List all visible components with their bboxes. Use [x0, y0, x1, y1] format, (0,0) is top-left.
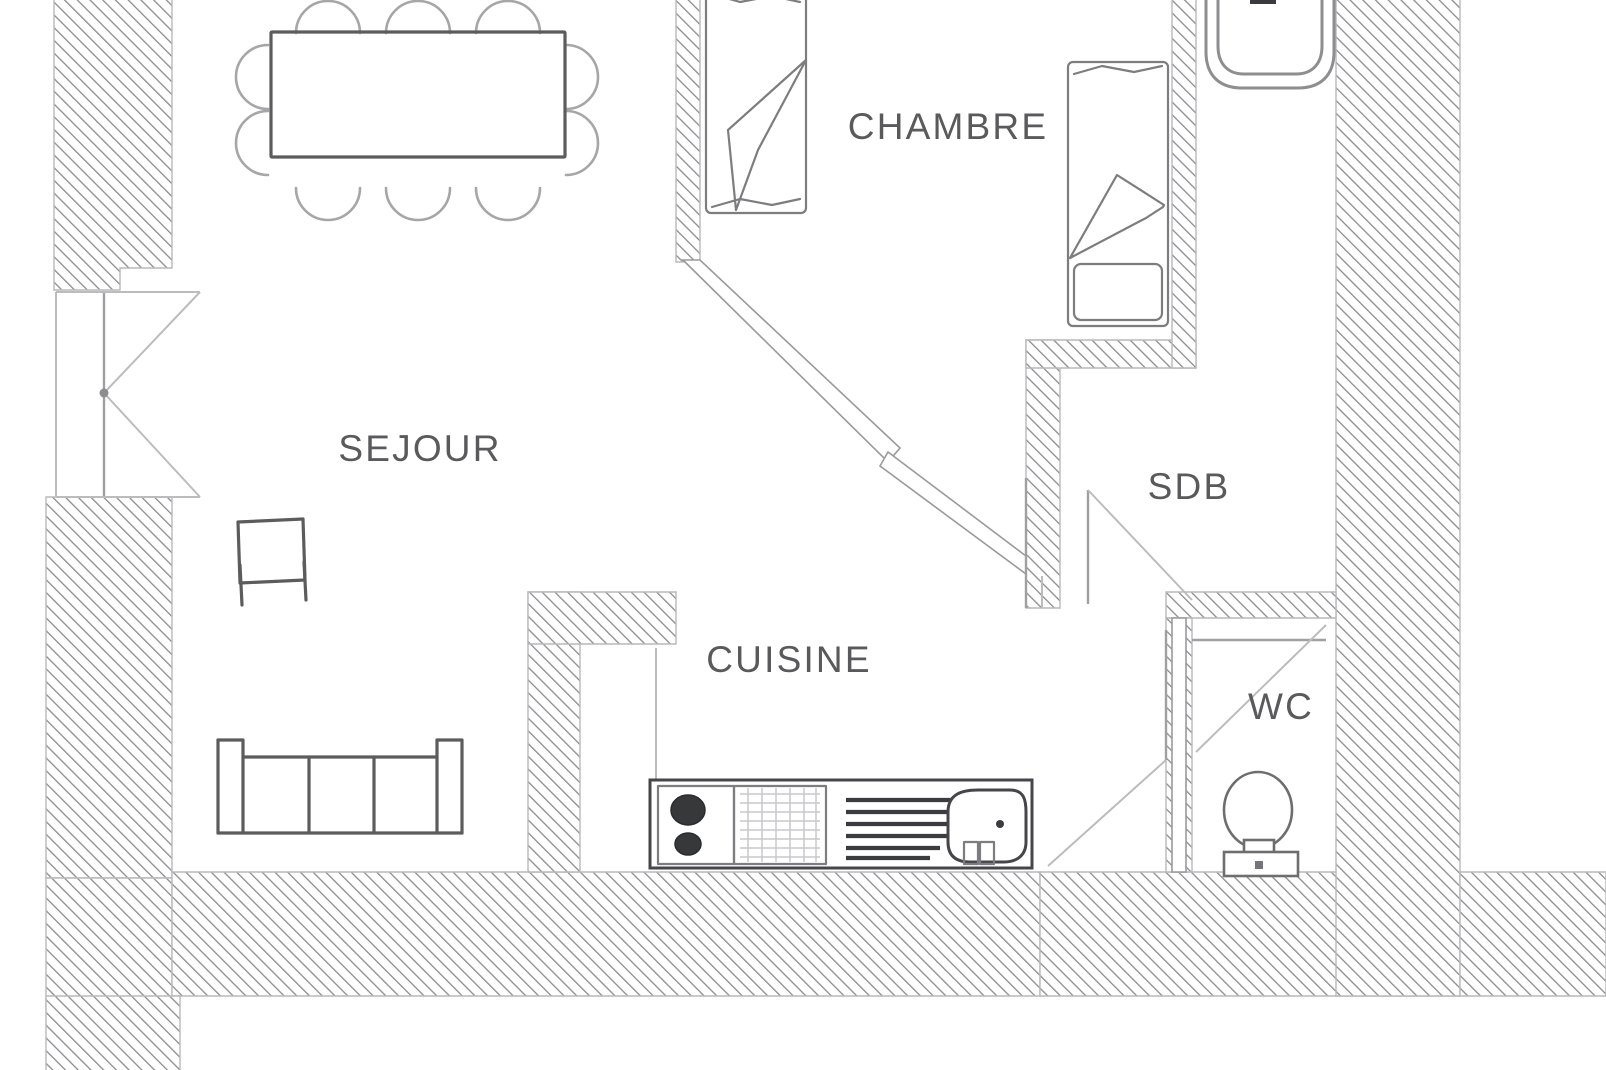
- bed-right: [1066, 60, 1170, 328]
- chair-arc: [294, 0, 362, 35]
- bed-right-pillow: [1072, 262, 1164, 322]
- bed-left: [704, 0, 808, 215]
- dining-chairs: [234, 0, 600, 222]
- wall-chambre-sdb: [1025, 339, 1061, 609]
- wall-chambre-diagonal: [681, 259, 902, 464]
- sink-faucet: [962, 840, 980, 866]
- wall-exterior-left-lower-return: [45, 877, 173, 1011]
- bed-left-footboard: [710, 197, 802, 209]
- door-hinge-point: [99, 388, 109, 398]
- room-label-wc: WC: [1248, 686, 1314, 727]
- side-chair-leg-right: [302, 560, 308, 602]
- chair-arc: [384, 0, 452, 35]
- bed-right-headboard: [1072, 64, 1164, 76]
- wall-exterior-lower-left: [45, 496, 173, 879]
- bathtub: [1204, 0, 1336, 90]
- bed-left-blanket-fold: [726, 58, 808, 212]
- chair-arc: [474, 0, 542, 35]
- wc-door-swing-arc: [1195, 624, 1327, 753]
- door-swing-upper: [103, 291, 201, 394]
- sofa-arm-left: [216, 738, 245, 835]
- chair-arc: [294, 186, 362, 222]
- room-label-chambre: CHAMBRE: [848, 106, 1048, 147]
- burner-large: [670, 794, 706, 826]
- sdb-door: [1041, 489, 1193, 608]
- wall-cuisine-top: [527, 591, 677, 645]
- wall-exterior-upper-left: [53, 0, 173, 291]
- kitchen-counter: [648, 648, 1034, 870]
- chair-arc: [564, 109, 600, 177]
- chair-arc: [234, 43, 270, 111]
- french-door: [55, 291, 201, 498]
- kitchen-sink: [946, 788, 1028, 864]
- toilet-bowl: [1222, 770, 1294, 850]
- burner-small: [674, 832, 702, 856]
- sdb-door-swing-arc: [1087, 489, 1193, 601]
- structural-walls: [45, 0, 1606, 1070]
- wc-door: [1192, 624, 1327, 753]
- wall-sdb-top: [1025, 339, 1197, 369]
- side-chair-leg-left: [238, 563, 244, 607]
- wall-sdb-tub-left: [1171, 0, 1197, 369]
- door-swing-lower: [103, 392, 201, 498]
- bed-right-frame: [1066, 60, 1170, 328]
- drainer-texture: [740, 788, 820, 862]
- bed-right-blanket-fold: [1068, 173, 1166, 260]
- dining-table: [269, 30, 567, 159]
- toilet: [1222, 770, 1300, 878]
- chair-arc: [384, 186, 452, 222]
- sofa-arm-right: [435, 738, 464, 835]
- side-chair: [236, 517, 308, 607]
- sink-drain: [996, 820, 1004, 828]
- wall-exterior-bottom: [171, 871, 1041, 997]
- chair-arc: [564, 43, 600, 111]
- cuisine-door-swing-arc: [1047, 759, 1167, 867]
- wall-chambre-left: [675, 0, 701, 263]
- room-label-cuisine: CUISINE: [706, 639, 871, 680]
- sofa: [216, 738, 464, 835]
- bathtub-faucet: [1250, 0, 1276, 4]
- counter-drainer: [732, 784, 828, 866]
- toilet-flush-button: [1255, 861, 1263, 869]
- wall-wc-top: [1165, 591, 1337, 619]
- wall-exterior-bottom-left-foot: [45, 995, 181, 1070]
- cuisine-door: [1047, 630, 1168, 867]
- bed-left-frame: [704, 0, 808, 215]
- wall-exterior-right-lower: [1459, 871, 1606, 997]
- room-label-sejour: SEJOUR: [338, 428, 501, 469]
- room-label-sdb: SDB: [1148, 466, 1231, 507]
- wall-exterior-right: [1335, 0, 1461, 997]
- chair-arc: [234, 109, 270, 177]
- sink-faucet-base: [978, 840, 996, 866]
- counter-drainboard-stripes: [846, 797, 952, 861]
- dining-set: [234, 0, 600, 222]
- bathtub-inner: [1216, 0, 1324, 76]
- room-labels: SEJOUR CHAMBRE SDB CUISINE WC: [338, 106, 1314, 727]
- thin-partitions: [681, 259, 1187, 873]
- chair-arc: [474, 186, 542, 222]
- wall-wc-inner-jamb: [1171, 617, 1187, 873]
